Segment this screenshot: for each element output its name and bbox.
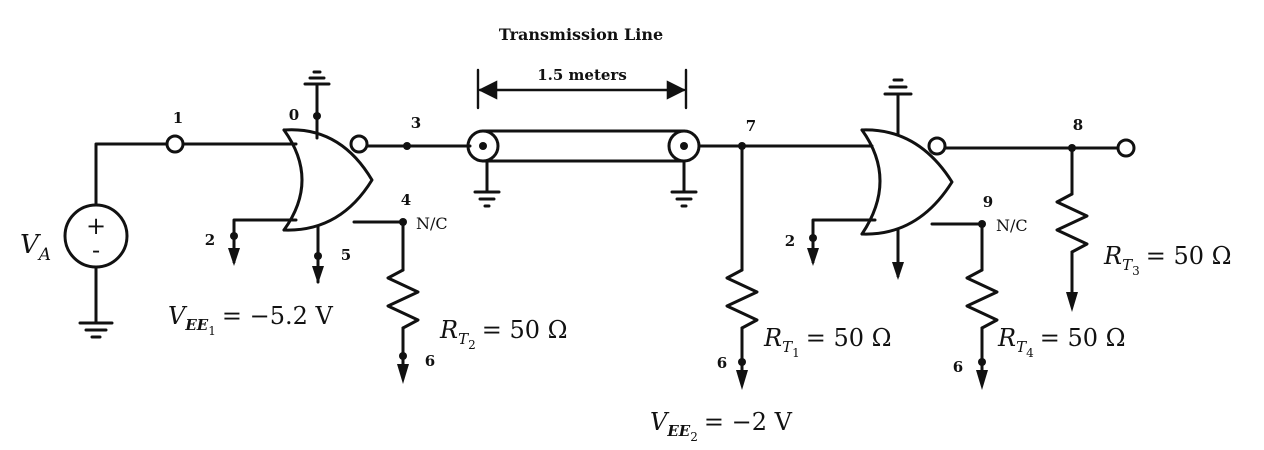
nc-right: N/C xyxy=(996,216,1028,235)
node-4-label: 4 xyxy=(401,191,411,209)
svg-text:-: - xyxy=(92,236,100,264)
length-label: 1.5 meters xyxy=(537,66,627,84)
node-6b-label: 6 xyxy=(717,354,727,372)
svg-text:+: + xyxy=(86,212,106,240)
node-7-label: 7 xyxy=(746,117,756,135)
rt4-label: RT4= 50 Ω xyxy=(997,324,1126,360)
rt3-label: RT3= 50 Ω xyxy=(1103,242,1232,278)
resistor-rt3 xyxy=(1055,192,1089,254)
rt2-label: RT2= 50 Ω xyxy=(439,316,568,352)
node-9-label: 9 xyxy=(983,193,993,211)
resistor-rt1 xyxy=(725,268,759,330)
transmission-line xyxy=(466,129,701,208)
transmission-line-title: Transmission Line xyxy=(499,25,663,44)
terminal-node-1 xyxy=(165,134,185,154)
vee2-label: VEE2= −2 V xyxy=(650,408,793,444)
nc-left: N/C xyxy=(416,214,448,233)
output-terminal xyxy=(1116,138,1136,158)
node-8-label: 8 xyxy=(1073,116,1083,134)
right-gate xyxy=(860,128,954,236)
resistor-rt4 xyxy=(965,268,999,330)
node-2b-label: 2 xyxy=(785,232,795,250)
rt1-label: RT1= 50 Ω xyxy=(763,324,892,360)
source-label: VA xyxy=(20,230,51,265)
voltage-source: + - xyxy=(63,142,169,339)
node-2a-label: 2 xyxy=(205,231,215,249)
node-6c-label: 6 xyxy=(953,358,963,376)
node-0-label: 0 xyxy=(289,106,299,124)
resistor-rt2 xyxy=(386,268,420,330)
node-6a-label: 6 xyxy=(425,352,435,370)
node-3-label: 3 xyxy=(411,114,421,132)
node-1-label: 1 xyxy=(173,109,183,127)
node-5-label: 5 xyxy=(341,246,351,264)
vee1-label: VEE1= −5.2 V xyxy=(168,302,334,338)
